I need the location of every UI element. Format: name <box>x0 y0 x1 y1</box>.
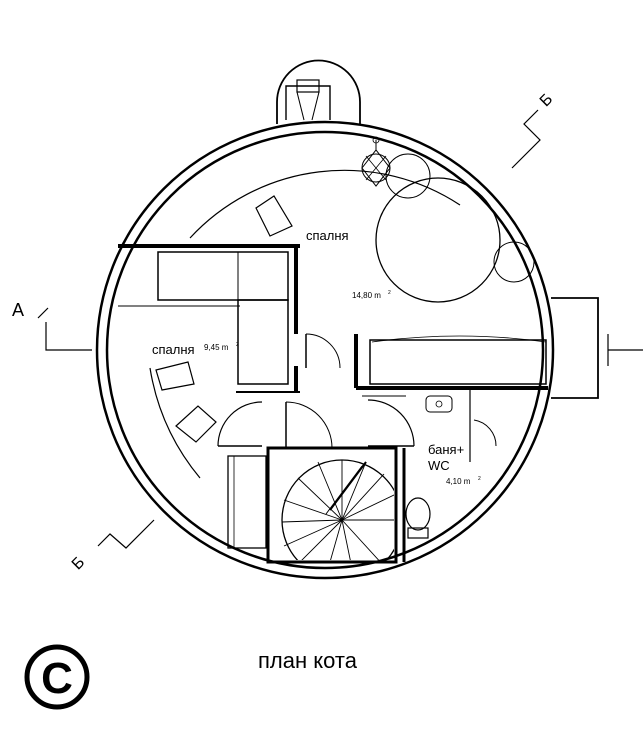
room-area-bedroom-small: 9,45 m <box>204 343 229 352</box>
copyright-icon: C <box>24 644 90 710</box>
room-area-exp-bedroom-large: 2 <box>388 290 391 296</box>
spiral-stair-icon <box>281 459 394 560</box>
section-label-a: А <box>12 300 24 320</box>
room-label-bedroom-large: спалня <box>306 228 349 243</box>
drawing-title: план кота <box>258 648 358 673</box>
sink-icon <box>425 395 453 413</box>
room-label-bath-line1: баня+ <box>428 442 464 457</box>
bed-icon <box>118 251 289 385</box>
inner-arc-lower-left <box>149 367 201 479</box>
room-area-exp-bath: 2 <box>478 476 481 482</box>
wardrobe <box>227 455 267 549</box>
small-bedroom-walls <box>118 244 300 393</box>
top-dome <box>276 59 361 124</box>
room-area-bath: 4,10 m <box>446 477 471 486</box>
bathroom-walls <box>402 390 471 562</box>
room-label-bath-line2: WC <box>428 458 450 473</box>
inner-arc-upper <box>189 169 461 239</box>
section-marker-b-bottom: Б <box>69 519 155 573</box>
round-bed-icon <box>375 153 535 303</box>
section-marker-b-top: Б <box>511 91 556 169</box>
section-label-b-bottom: Б <box>69 554 88 573</box>
section-marker-a: А <box>12 300 92 351</box>
toilet-icon <box>405 497 431 539</box>
copyright-symbol: C <box>41 654 73 703</box>
large-bedroom-walls <box>354 334 548 390</box>
outer-wall <box>95 120 555 580</box>
trapezoid-furniture <box>155 195 293 443</box>
right-annex <box>551 297 643 399</box>
room-label-bedroom-small: спалня <box>152 342 195 357</box>
room-area-bedroom-large: 14,80 m <box>352 291 381 300</box>
stair-hall <box>266 404 398 564</box>
room-area-exp-bedroom-small: 2 <box>236 342 239 348</box>
plant-icon <box>361 136 391 187</box>
section-label-b-top: Б <box>537 91 556 110</box>
